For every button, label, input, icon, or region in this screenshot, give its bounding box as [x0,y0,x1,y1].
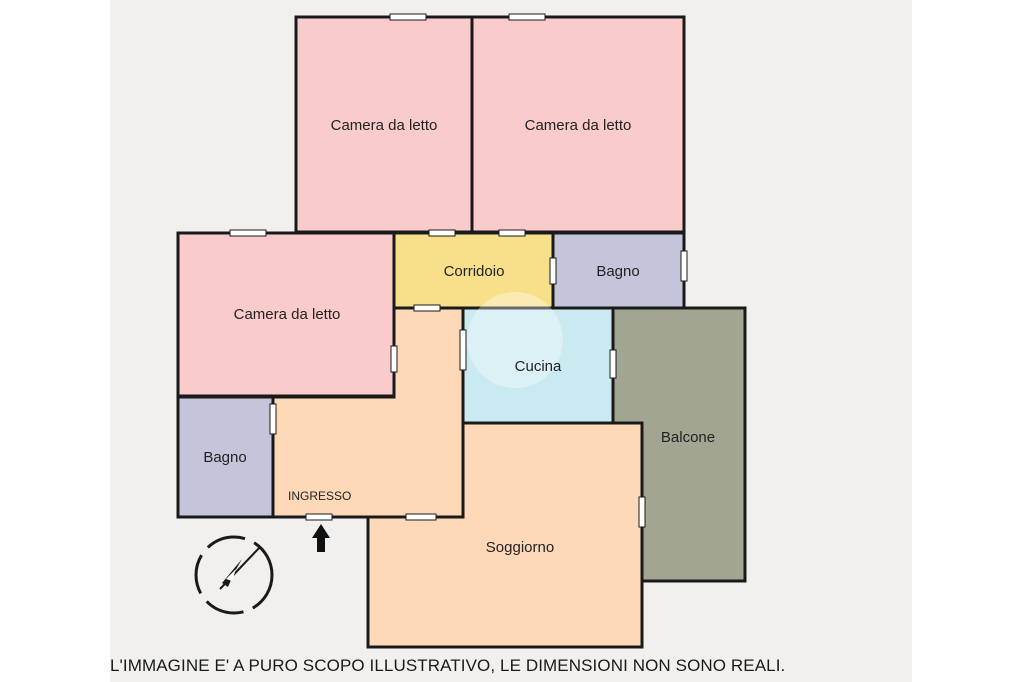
room-bedroom-left [176,231,396,398]
compass-icon [194,535,274,615]
floor-plan: Camera da letto Camera da letto Camera d… [176,13,747,649]
kitchen-highlight [467,292,563,388]
door [498,229,526,237]
window [389,13,427,21]
floor-plan-canvas: Camera da letto Camera da letto Camera d… [110,0,912,682]
windows [229,13,688,521]
label-entrance: INGRESSO [288,489,351,503]
label-living-room: Soggiorno [486,539,554,556]
label-balcony: Balcone [661,429,715,446]
window [508,13,546,21]
door [305,513,333,521]
label-corridor: Corridoio [444,263,505,280]
door [638,496,646,528]
label-bedroom-top-right: Camera da letto [525,117,632,134]
room-entrance [271,306,465,519]
label-kitchen: Cucina [515,358,562,375]
window [229,229,267,237]
door [459,329,467,371]
door [609,349,617,379]
door [390,345,398,373]
window [405,513,437,521]
door [269,403,277,435]
door [413,304,441,312]
label-bathroom-top: Bagno [596,263,639,280]
label-bedroom-left: Camera da letto [234,306,341,323]
label-bathroom-left: Bagno [203,449,246,466]
door [428,229,456,237]
window [680,250,688,282]
disclaimer-text: L'IMMAGINE E' A PURO SCOPO ILLUSTRATIVO,… [110,656,786,675]
room-bedroom-top-left [294,15,474,234]
arrow-up-icon [312,524,330,552]
label-bedroom-top-left: Camera da letto [331,117,438,134]
room-bedroom-top-right [470,15,686,234]
room-bathroom-left [176,395,275,519]
doors [269,229,646,528]
door [549,257,557,285]
